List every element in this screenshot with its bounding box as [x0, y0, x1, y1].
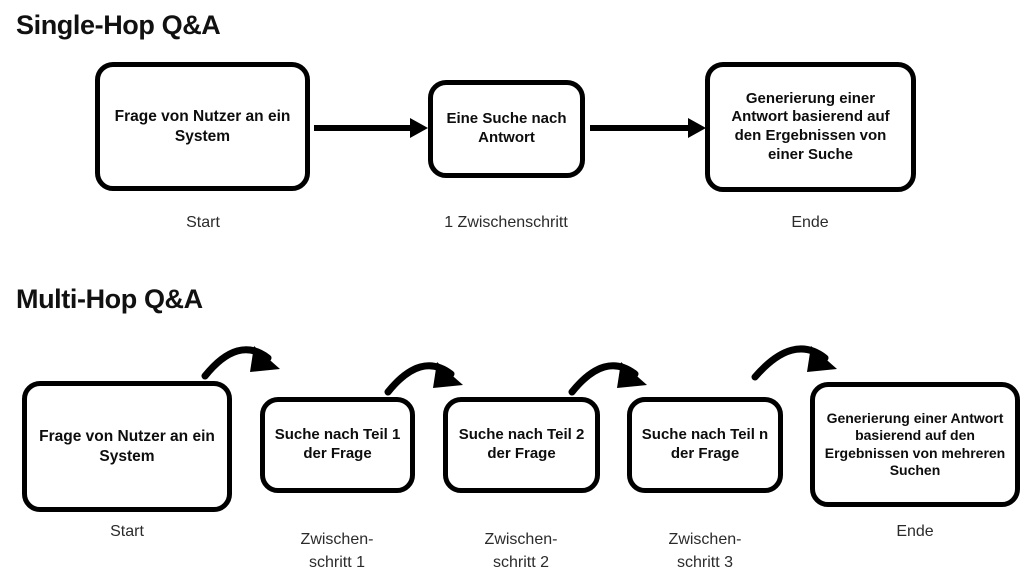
- node-multi-hop-step-2[interactable]: Suche nach Teil 2 der Frage: [443, 397, 600, 493]
- section-title-single-hop: Single-Hop Q&A: [16, 10, 221, 40]
- arrow-multi-hop-3: [568, 362, 647, 396]
- node-single-hop-end[interactable]: Generierung einer Antwort basierend auf …: [705, 62, 916, 192]
- node-multi-hop-end[interactable]: Generierung einer Antwort basierend auf …: [810, 382, 1020, 507]
- caption-multi-hop-step-2: Zwischen- schritt 2: [484, 531, 558, 572]
- caption-multi-hop-end: Ende: [896, 523, 934, 540]
- caption-single-hop-step-1: 1 Zwischenschritt: [444, 214, 568, 231]
- node-multi-hop-step-3[interactable]: Suche nach Teil n der Frage: [627, 397, 783, 493]
- section-title-multi-hop: Multi-Hop Q&A: [16, 284, 203, 314]
- node-multi-hop-start[interactable]: Frage von Nutzer an ein System: [22, 381, 232, 512]
- arrow-multi-hop-1: [201, 346, 280, 380]
- arrow-multi-hop-2: [384, 362, 463, 396]
- caption-multi-hop-step-1: Zwischen- schritt 1: [300, 531, 374, 572]
- caption-single-hop-start: Start: [186, 214, 220, 231]
- caption-multi-hop-step-3: Zwischen- schritt 3: [668, 531, 742, 572]
- caption-multi-hop-start: Start: [110, 523, 144, 540]
- caption-single-hop-end: Ende: [791, 214, 829, 231]
- node-single-hop-start[interactable]: Frage von Nutzer an ein System: [95, 62, 310, 191]
- arrow-single-hop-1: [314, 118, 428, 138]
- arrow-single-hop-2: [590, 118, 706, 138]
- arrow-multi-hop-4: [751, 345, 837, 381]
- node-multi-hop-step-1[interactable]: Suche nach Teil 1 der Frage: [260, 397, 415, 493]
- node-single-hop-step-1[interactable]: Eine Suche nach Antwort: [428, 80, 585, 178]
